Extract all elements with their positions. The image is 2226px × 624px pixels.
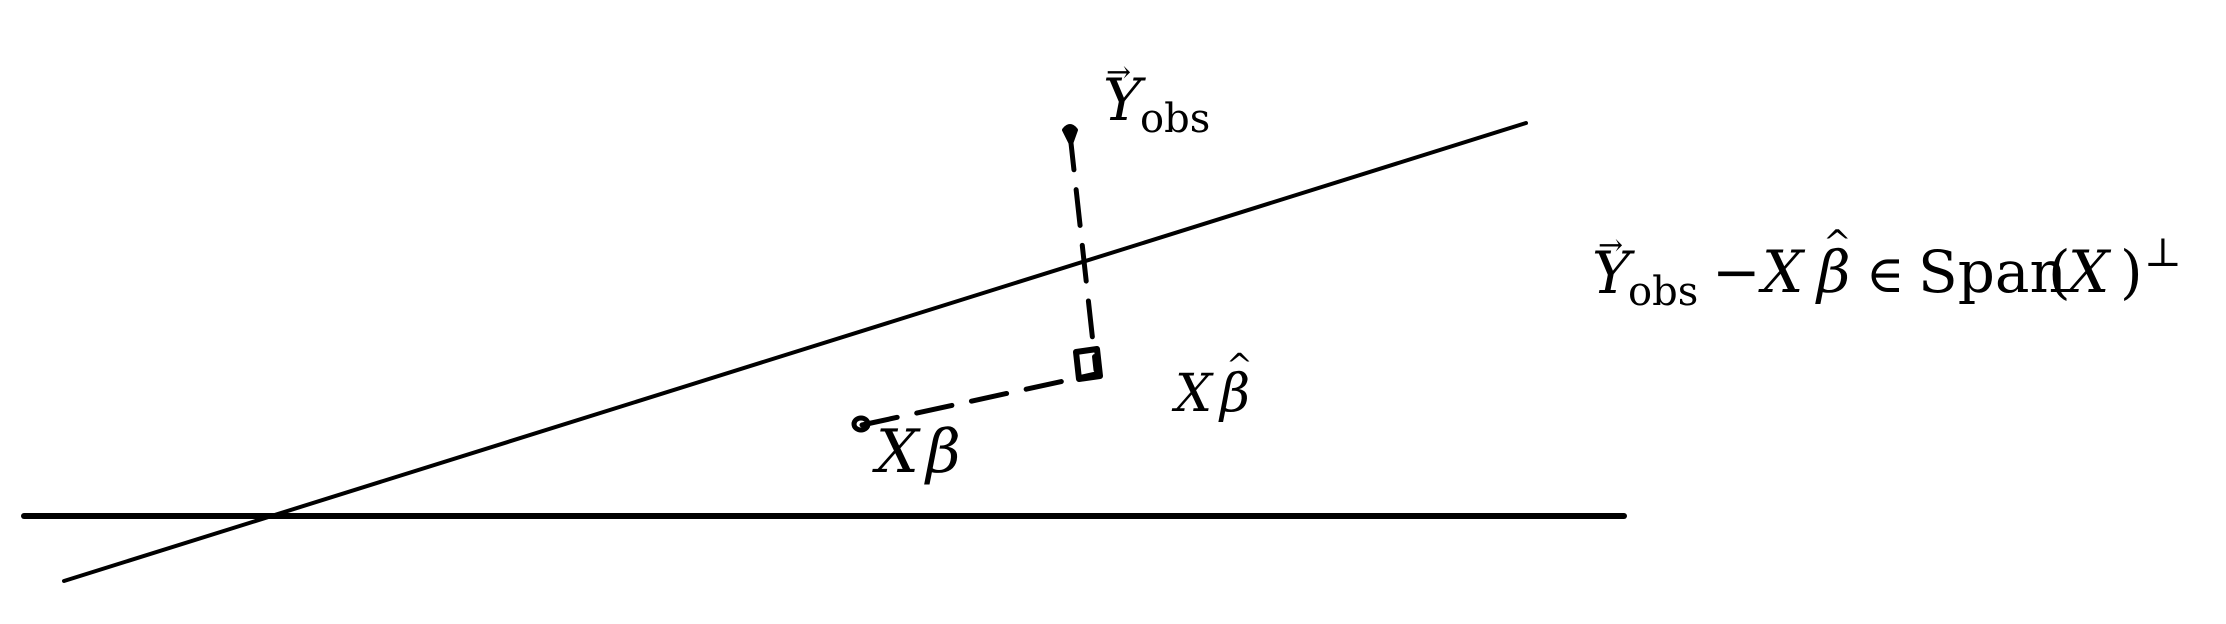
x-beta-label: X β [872,417,961,487]
equation-open-paren: ( [2048,238,2071,306]
equation-y: Y [1592,239,1635,307]
x-beta-x: X [872,417,921,487]
equation-minus: − [1712,238,1761,306]
y-obs-label: → Y obs [1103,55,1210,142]
residual-dashed-line [1067,131,1099,373]
equation-perp: ⊥ [2144,230,2182,276]
x-beta-beta: β [924,417,961,487]
equation-span-x: X [2064,238,2112,306]
x-beta-hat-x: X [1171,364,1214,424]
equation-close-paren: ) [2120,238,2143,306]
y-obs-arrow: → [1106,55,1131,90]
equation-arrow: → [1598,228,1623,263]
residual-equation: → Y obs − X ^ β ∈ Span ( X ) ⊥ [1592,223,2182,315]
equation-element-of: ∈ [1866,245,1905,305]
xbeta-dashed-line [859,371,1099,428]
equation-y-subscript: obs [1628,269,1698,315]
equation-span: Span [1918,238,2067,306]
equation-hat: ^ [1823,223,1852,263]
equation-x: X [1758,238,1806,306]
equation-beta: β [1815,238,1851,306]
right-angle-marker [1073,346,1103,382]
x-beta-hat-label: X ^ β [1171,346,1253,424]
x-beta-hat-beta: β [1218,364,1250,424]
y-obs-subscript: obs [1140,96,1210,142]
y-obs-letter: Y [1103,66,1146,134]
x-beta-hat-hat: ^ [1226,346,1253,384]
span-x-line [62,121,1528,583]
y-obs-point [1062,124,1078,146]
x-beta-point [851,415,871,433]
